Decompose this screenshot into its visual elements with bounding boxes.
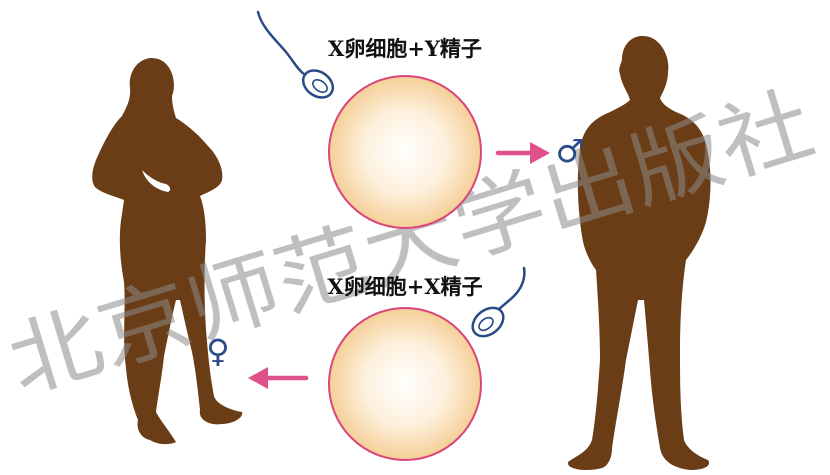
top-sperm (258, 12, 338, 103)
female-symbol: ♀ (206, 332, 229, 370)
top-egg-cell (329, 76, 481, 228)
arrow-to-female (248, 367, 306, 389)
bottom-combination-label: X卵细胞+X精子 (327, 274, 482, 299)
bottom-egg-cell (329, 308, 481, 460)
male-symbol: ♂ (556, 132, 585, 170)
top-combination-label: X卵细胞+Y精子 (328, 36, 482, 61)
male-silhouette (568, 36, 711, 470)
